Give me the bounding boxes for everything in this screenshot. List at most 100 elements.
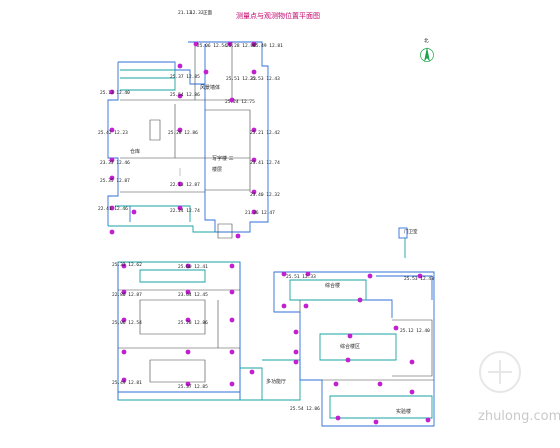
coordinate-label: 25.54 12.86	[290, 406, 320, 412]
coordinate-label: 25.24 12.75	[225, 99, 255, 105]
coordinate-label: 25.06 12.54	[197, 43, 227, 49]
measurement-point-marker	[109, 175, 115, 181]
coordinate-label: 25.32 12.62	[112, 262, 142, 268]
measurement-point-marker	[121, 349, 127, 355]
measurement-point-marker	[177, 93, 183, 99]
measurement-point-marker	[377, 381, 383, 387]
coordinate-label: 23.40 12.32	[250, 192, 280, 198]
measurement-point-marker	[417, 273, 423, 279]
measurement-point-marker	[293, 359, 299, 365]
room-label: 门卫室	[404, 228, 418, 235]
room-label: 写字楼 三	[212, 155, 234, 162]
measurement-point-marker	[121, 289, 127, 295]
room-label: 实验楼	[396, 408, 411, 415]
upper-building	[107, 41, 269, 239]
measurement-point-marker	[109, 157, 115, 163]
measurement-point-marker	[251, 69, 257, 75]
measurement-point-marker	[235, 233, 241, 239]
measurement-point-marker	[393, 325, 399, 331]
coordinate-label: 25.12 12.40	[400, 328, 430, 334]
room-label: 综合楼	[325, 282, 340, 289]
measurement-point-marker	[357, 297, 363, 303]
north-arrow-icon	[420, 47, 434, 62]
measurement-point-marker	[425, 417, 431, 423]
measurement-point-marker	[229, 349, 235, 355]
measurement-point-marker	[281, 271, 287, 277]
measurement-point-marker	[367, 273, 373, 279]
measurement-point-marker	[109, 127, 115, 133]
measurement-point-marker	[121, 263, 127, 269]
measurement-point-marker	[177, 205, 183, 211]
measurement-point-marker	[251, 127, 257, 133]
measurement-point-marker	[185, 349, 191, 355]
coordinate-label: 22.41 12.46	[98, 206, 128, 212]
measurement-point-marker	[281, 303, 287, 309]
coordinate-label: 25.28 12.86	[178, 320, 208, 326]
measurement-point-marker	[229, 317, 235, 323]
coordinate-label: 25.06 12.54	[112, 320, 142, 326]
coordinate-label: 22.80 12.87	[112, 292, 142, 298]
coordinate-label: 25.60 12.41	[178, 264, 208, 270]
coordinate-label: 22.24 12.74	[170, 208, 200, 214]
measurement-point-marker	[303, 303, 309, 309]
measurement-point-marker	[333, 381, 339, 387]
coordinate-label: 25.49 12.81	[253, 43, 283, 49]
measurement-point-marker	[177, 181, 183, 187]
coordinate-label: 23.41 12.74	[250, 160, 280, 166]
lower-right-building	[273, 271, 435, 427]
measurement-point-marker	[229, 381, 235, 387]
measurement-point-marker	[249, 369, 255, 375]
coordinate-label: 25.12 12.40	[100, 90, 130, 96]
coordinate-label: 25.42 12.23	[98, 130, 128, 136]
coordinate-label: 25.53 12.43	[404, 276, 434, 282]
coordinate-label: 25.35 12.87	[100, 178, 130, 184]
measurement-point-marker	[409, 359, 415, 365]
coordinate-label: 25.28 12.86	[226, 43, 256, 49]
room-label: 风景墙体	[200, 84, 220, 91]
room-label: 楼层	[212, 166, 222, 173]
measurement-point-marker	[177, 127, 183, 133]
coordinate-label: 23.64 12.45	[178, 292, 208, 298]
measurement-point-marker	[185, 289, 191, 295]
kiosk-building	[398, 227, 408, 258]
measurement-point-marker	[121, 377, 127, 383]
measurement-point-marker	[345, 357, 351, 363]
coordinate-label: 25.53 12.43	[250, 76, 280, 82]
measurement-point-marker	[251, 189, 257, 195]
measurement-points	[109, 41, 431, 425]
coordinate-label: 25.28 12.86	[168, 130, 198, 136]
measurement-point-marker	[293, 349, 299, 355]
room-label: 综合楼区	[340, 343, 360, 350]
measurement-point-marker	[229, 289, 235, 295]
measurement-point-marker	[109, 89, 115, 95]
measurement-point-marker	[203, 69, 209, 75]
measurement-point-marker	[109, 205, 115, 211]
measurement-point-marker	[131, 209, 137, 215]
coordinate-label: 25.49 12.81	[112, 380, 142, 386]
measurement-point-marker	[373, 419, 379, 425]
measurement-point-marker	[185, 263, 191, 269]
measurement-point-marker	[109, 229, 115, 235]
coordinate-label: 25.37 12.85	[170, 74, 200, 80]
watermark-text: zhulong.com	[478, 409, 560, 424]
lower-left-building	[117, 261, 241, 401]
coordinate-label: 25.54 12.86	[170, 92, 200, 98]
coordinate-label: 22.13 12.87	[170, 182, 200, 188]
top-coord-label: 21.13	[178, 10, 192, 16]
measurement-point-marker	[251, 157, 257, 163]
coordinate-label: 21.36 12.47	[245, 210, 275, 216]
coordinate-label: 25.37 12.85	[178, 384, 208, 390]
measurement-point-marker	[185, 381, 191, 387]
measurement-point-marker	[229, 263, 235, 269]
measurement-point-marker	[335, 415, 341, 421]
measurement-point-marker	[177, 63, 183, 69]
measurement-point-marker	[409, 389, 415, 395]
coordinate-label: 25.51 12.33	[286, 274, 316, 280]
watermark-logo-icon	[479, 351, 521, 393]
north-label: 北	[424, 37, 429, 44]
measurement-point-marker	[251, 41, 257, 47]
measurement-point-marker	[293, 329, 299, 335]
top-note-label: 正面	[203, 10, 212, 16]
coordinate-label: 25.21 12.42	[250, 130, 280, 136]
